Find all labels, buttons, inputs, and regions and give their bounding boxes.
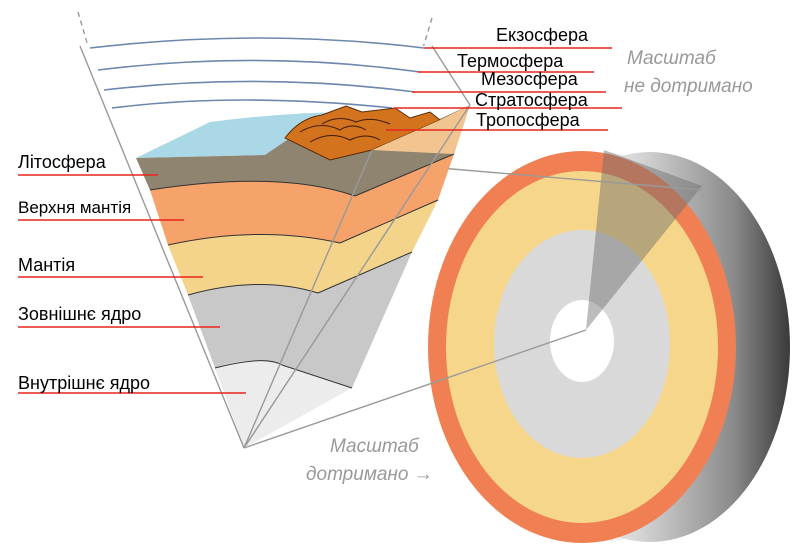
note-scale-not-kept-line2: не дотримано xyxy=(624,76,753,97)
note-scale-not-kept-line1: Масштаб xyxy=(627,48,716,69)
globe-inner-core xyxy=(550,300,614,382)
outer-core-layer xyxy=(188,252,412,388)
label-thermosphere: Термосфера xyxy=(457,51,564,71)
mountain-contours xyxy=(299,118,391,143)
mantle-layer xyxy=(168,200,438,295)
label-exosphere: Екзосфера xyxy=(496,25,588,45)
label-mesosphere: Мезосфера xyxy=(481,69,578,89)
atmosphere-arcs xyxy=(89,37,425,109)
note-scale-kept-line2: дотримано → xyxy=(306,464,433,485)
label-troposphere: Тропосфера xyxy=(476,110,580,130)
label-mantle: Мантія xyxy=(18,255,76,275)
wedge-atmosphere xyxy=(80,46,470,158)
inner-core-layer xyxy=(215,360,352,448)
globe-cut-sector xyxy=(586,150,702,330)
label-upper-mantle: Верхня мантія xyxy=(18,198,132,217)
note-scale-kept-line1: Масштаб xyxy=(330,436,419,457)
wedge-outline xyxy=(79,45,471,449)
upper-mantle-layer xyxy=(150,154,454,245)
layer-boundaries xyxy=(149,153,455,389)
globe xyxy=(428,150,790,543)
label-stratosphere: Стратосфера xyxy=(475,90,588,110)
label-outer-core: Зовнішнє ядро xyxy=(18,304,142,324)
guide-lines xyxy=(77,11,703,449)
label-lithosphere: Літосфера xyxy=(18,152,106,172)
leader-lines xyxy=(18,47,622,394)
label-inner-core: Внутрішнє ядро xyxy=(18,373,151,393)
cross-section xyxy=(79,37,471,449)
lithosphere-layer xyxy=(136,105,470,196)
mountain xyxy=(284,105,441,161)
